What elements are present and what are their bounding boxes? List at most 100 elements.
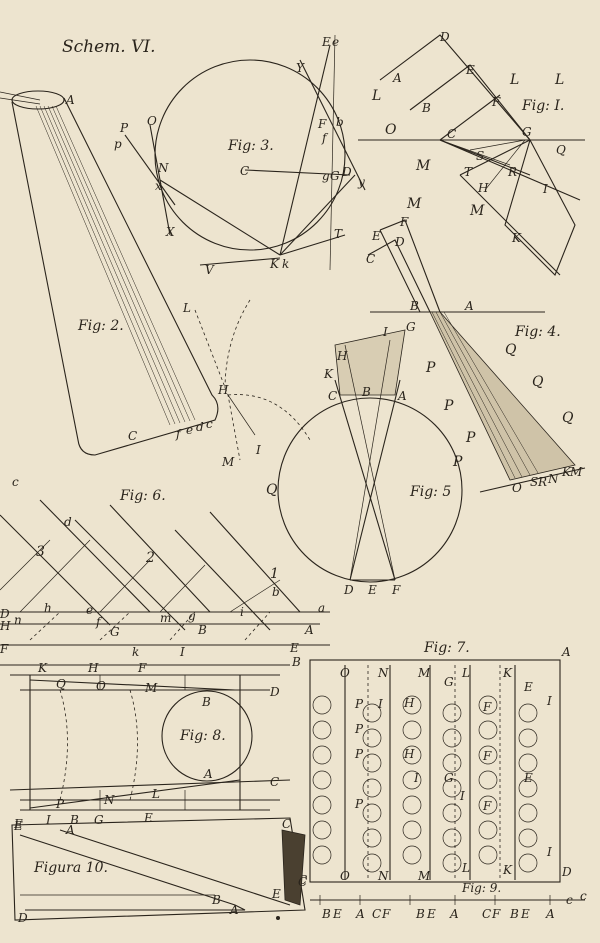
fig3-label-y2: y xyxy=(357,175,365,189)
fig6-label-g: G xyxy=(110,625,120,639)
fig2-label-c2: c xyxy=(206,417,213,431)
fig7-bubble xyxy=(402,795,422,815)
fig7-bubble xyxy=(402,770,422,790)
fig7-label-f2: F xyxy=(482,749,492,763)
fig4-label-o: O xyxy=(512,481,522,495)
fig9-label-a3: A xyxy=(545,907,555,921)
fig2-label-f: f xyxy=(175,427,183,441)
fig7-label-i2: I xyxy=(546,694,552,708)
fig8-label-b3: B xyxy=(69,813,79,827)
fig7-bubble xyxy=(518,728,538,748)
fig10-label-b: B xyxy=(211,893,221,907)
fig7-bubble xyxy=(478,745,498,765)
fig9-label-c4: c xyxy=(580,889,587,903)
fig7-bubble xyxy=(312,720,332,740)
fig8-label-e2: E xyxy=(13,819,23,833)
fig8-label-n: N xyxy=(103,793,115,807)
fig7-label-o: O xyxy=(340,666,350,680)
fig7-frame xyxy=(309,659,561,883)
fig5-label-i: I xyxy=(382,325,388,339)
fig7-label-m: M xyxy=(417,666,431,680)
figure-4: F E D C B A Q Q Q P P P P O S R N K M Fi… xyxy=(366,215,586,495)
figure-2: A C f e d c Fig: 2. xyxy=(0,90,219,456)
fig8-label-l: L xyxy=(151,787,160,801)
fig7-label-p: P xyxy=(354,697,364,711)
fig7-bubble xyxy=(442,853,462,873)
fig5-circle xyxy=(277,397,463,583)
fig1-label-l2: L xyxy=(554,72,564,88)
fig7-label-a: A xyxy=(561,645,571,659)
fig7-bubble xyxy=(362,728,382,748)
fig7-label-g2: G xyxy=(444,771,454,785)
fig4-label-n: N xyxy=(547,472,559,486)
fig7-bubble xyxy=(518,703,538,723)
fig4-label-k: K xyxy=(561,465,572,479)
fig3-label-g2: G xyxy=(330,169,340,183)
fig1-label-i: I xyxy=(542,182,548,196)
fig7-bubble xyxy=(312,770,332,790)
fig7-bubbles xyxy=(312,695,538,873)
fig7-bubble xyxy=(312,695,332,715)
fig1-label-a: A xyxy=(392,71,402,85)
fig3-label-y: Y xyxy=(296,61,305,75)
fig2-label-a: A xyxy=(65,93,75,107)
fig6-label-h: H xyxy=(0,619,11,633)
fig5-label-f: F xyxy=(391,583,401,597)
fig4-label-p2: P xyxy=(443,398,454,414)
fig6-diagonals xyxy=(0,499,301,641)
fig8-label-e: E xyxy=(143,811,153,825)
fig6-label-d: D xyxy=(0,607,10,621)
plate-title: Schem. VI. xyxy=(62,37,156,57)
fig7-bubble xyxy=(442,778,462,798)
fig1-label-e: E xyxy=(465,63,475,77)
fig1-label-s: S xyxy=(476,149,484,163)
fig10-label-d: D xyxy=(17,911,28,925)
fig10-caption: Figura 10. xyxy=(33,860,108,876)
fig6-label-1: 1 xyxy=(270,566,279,582)
fig7-label-n2: N xyxy=(377,869,389,883)
fig9-label-b2: B xyxy=(415,907,425,921)
fig1-label-c: C xyxy=(447,127,456,141)
fig6-label-d2: d xyxy=(64,515,72,529)
fig3-label-c: C xyxy=(240,164,249,178)
fig7-label-l: L xyxy=(461,666,470,680)
figure-10: E A C B A D E C Figura 10. xyxy=(11,817,307,925)
fig6-label-3: 3 xyxy=(36,544,45,560)
fig10-label-e: E xyxy=(13,817,23,831)
fig9-label-f: F xyxy=(381,907,391,921)
fig7-bubble xyxy=(402,720,422,740)
fig9-label-b3: B xyxy=(509,907,519,921)
fig7-bubble xyxy=(478,820,498,840)
fig4-label-r: R xyxy=(537,475,547,489)
fig7-bubble xyxy=(362,753,382,773)
fig7-bubble xyxy=(312,745,332,765)
fig7-bubble xyxy=(442,703,462,723)
fig4-label-p3: P xyxy=(465,430,476,446)
fig4-label-c: C xyxy=(366,252,375,266)
fig1-label-m2: M xyxy=(406,196,422,212)
fig10-label-a: A xyxy=(65,823,75,837)
fig9-label-c2: C xyxy=(482,907,491,921)
fig1-label-m1: M xyxy=(415,158,431,174)
fig1-caption: Fig: I. xyxy=(521,98,564,114)
figure-8: K H F B Q O M D B A C P N L I B G E E Fi… xyxy=(0,655,301,833)
fig4-caption: Fig: 4. xyxy=(514,324,561,340)
fig1-label-b: B xyxy=(421,101,431,115)
fig8-label-b2: B xyxy=(201,695,211,709)
fig7-bubble xyxy=(312,820,332,840)
fig7-label-l2: L xyxy=(461,861,470,875)
fig5-label-g: G xyxy=(406,320,416,334)
fig1-label-q: Q xyxy=(556,143,566,157)
fig7-label-i5: I xyxy=(546,845,552,859)
fig7-bubble xyxy=(518,778,538,798)
fig5-label-e: E xyxy=(367,583,377,597)
fig8-caption: Fig: 8. xyxy=(179,728,226,744)
fig7-label-p2: P xyxy=(354,722,364,736)
fig6-label-c: c xyxy=(12,475,19,489)
fig3-label-f2: f xyxy=(321,131,329,145)
fig6-label-n: n xyxy=(14,613,22,627)
fig3-label-p2: p xyxy=(114,137,122,151)
fig6-label-f: F xyxy=(0,642,9,656)
fig7-bubble xyxy=(518,803,538,823)
